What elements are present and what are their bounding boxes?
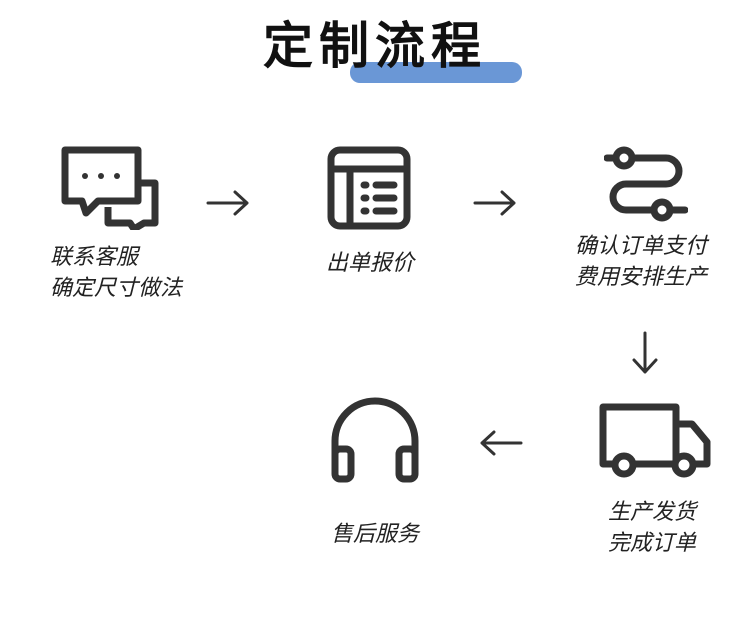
- arrow-right-icon: [205, 188, 251, 218]
- chat-bubbles-icon: [60, 145, 160, 230]
- page-title: 定制流程: [263, 16, 487, 75]
- step-1-line-1: 联系客服: [50, 245, 139, 270]
- step-2-line-1: 出单报价: [325, 251, 414, 276]
- arrow-down-icon: [630, 330, 660, 376]
- arrow-right-icon: [472, 188, 518, 218]
- arrow-left-icon: [478, 428, 524, 458]
- step-3-line-2: 费用安排生产: [575, 265, 708, 290]
- step-3-line-1: 确认订单支付: [575, 234, 708, 259]
- delivery-truck-icon: [598, 402, 712, 480]
- step-4-line-1: 生产发货: [608, 500, 697, 525]
- step-5-label: 售后服务: [305, 519, 445, 550]
- list-document-icon: [326, 145, 412, 231]
- step-4-line-2: 完成订单: [608, 531, 697, 556]
- headphones-icon: [327, 397, 423, 487]
- title-highlight: [350, 62, 522, 83]
- step-1-label: 联系客服 确定尺寸做法: [50, 242, 182, 304]
- route-path-icon: [604, 145, 688, 223]
- step-4-label: 生产发货 完成订单: [608, 497, 696, 559]
- step-5-line-1: 售后服务: [330, 522, 419, 547]
- title-block: 定制流程: [0, 0, 750, 100]
- step-2-label: 出单报价: [300, 248, 440, 279]
- step-1-line-2: 确定尺寸做法: [50, 276, 183, 301]
- step-3-label: 确认订单支付 费用安排生产: [575, 231, 707, 293]
